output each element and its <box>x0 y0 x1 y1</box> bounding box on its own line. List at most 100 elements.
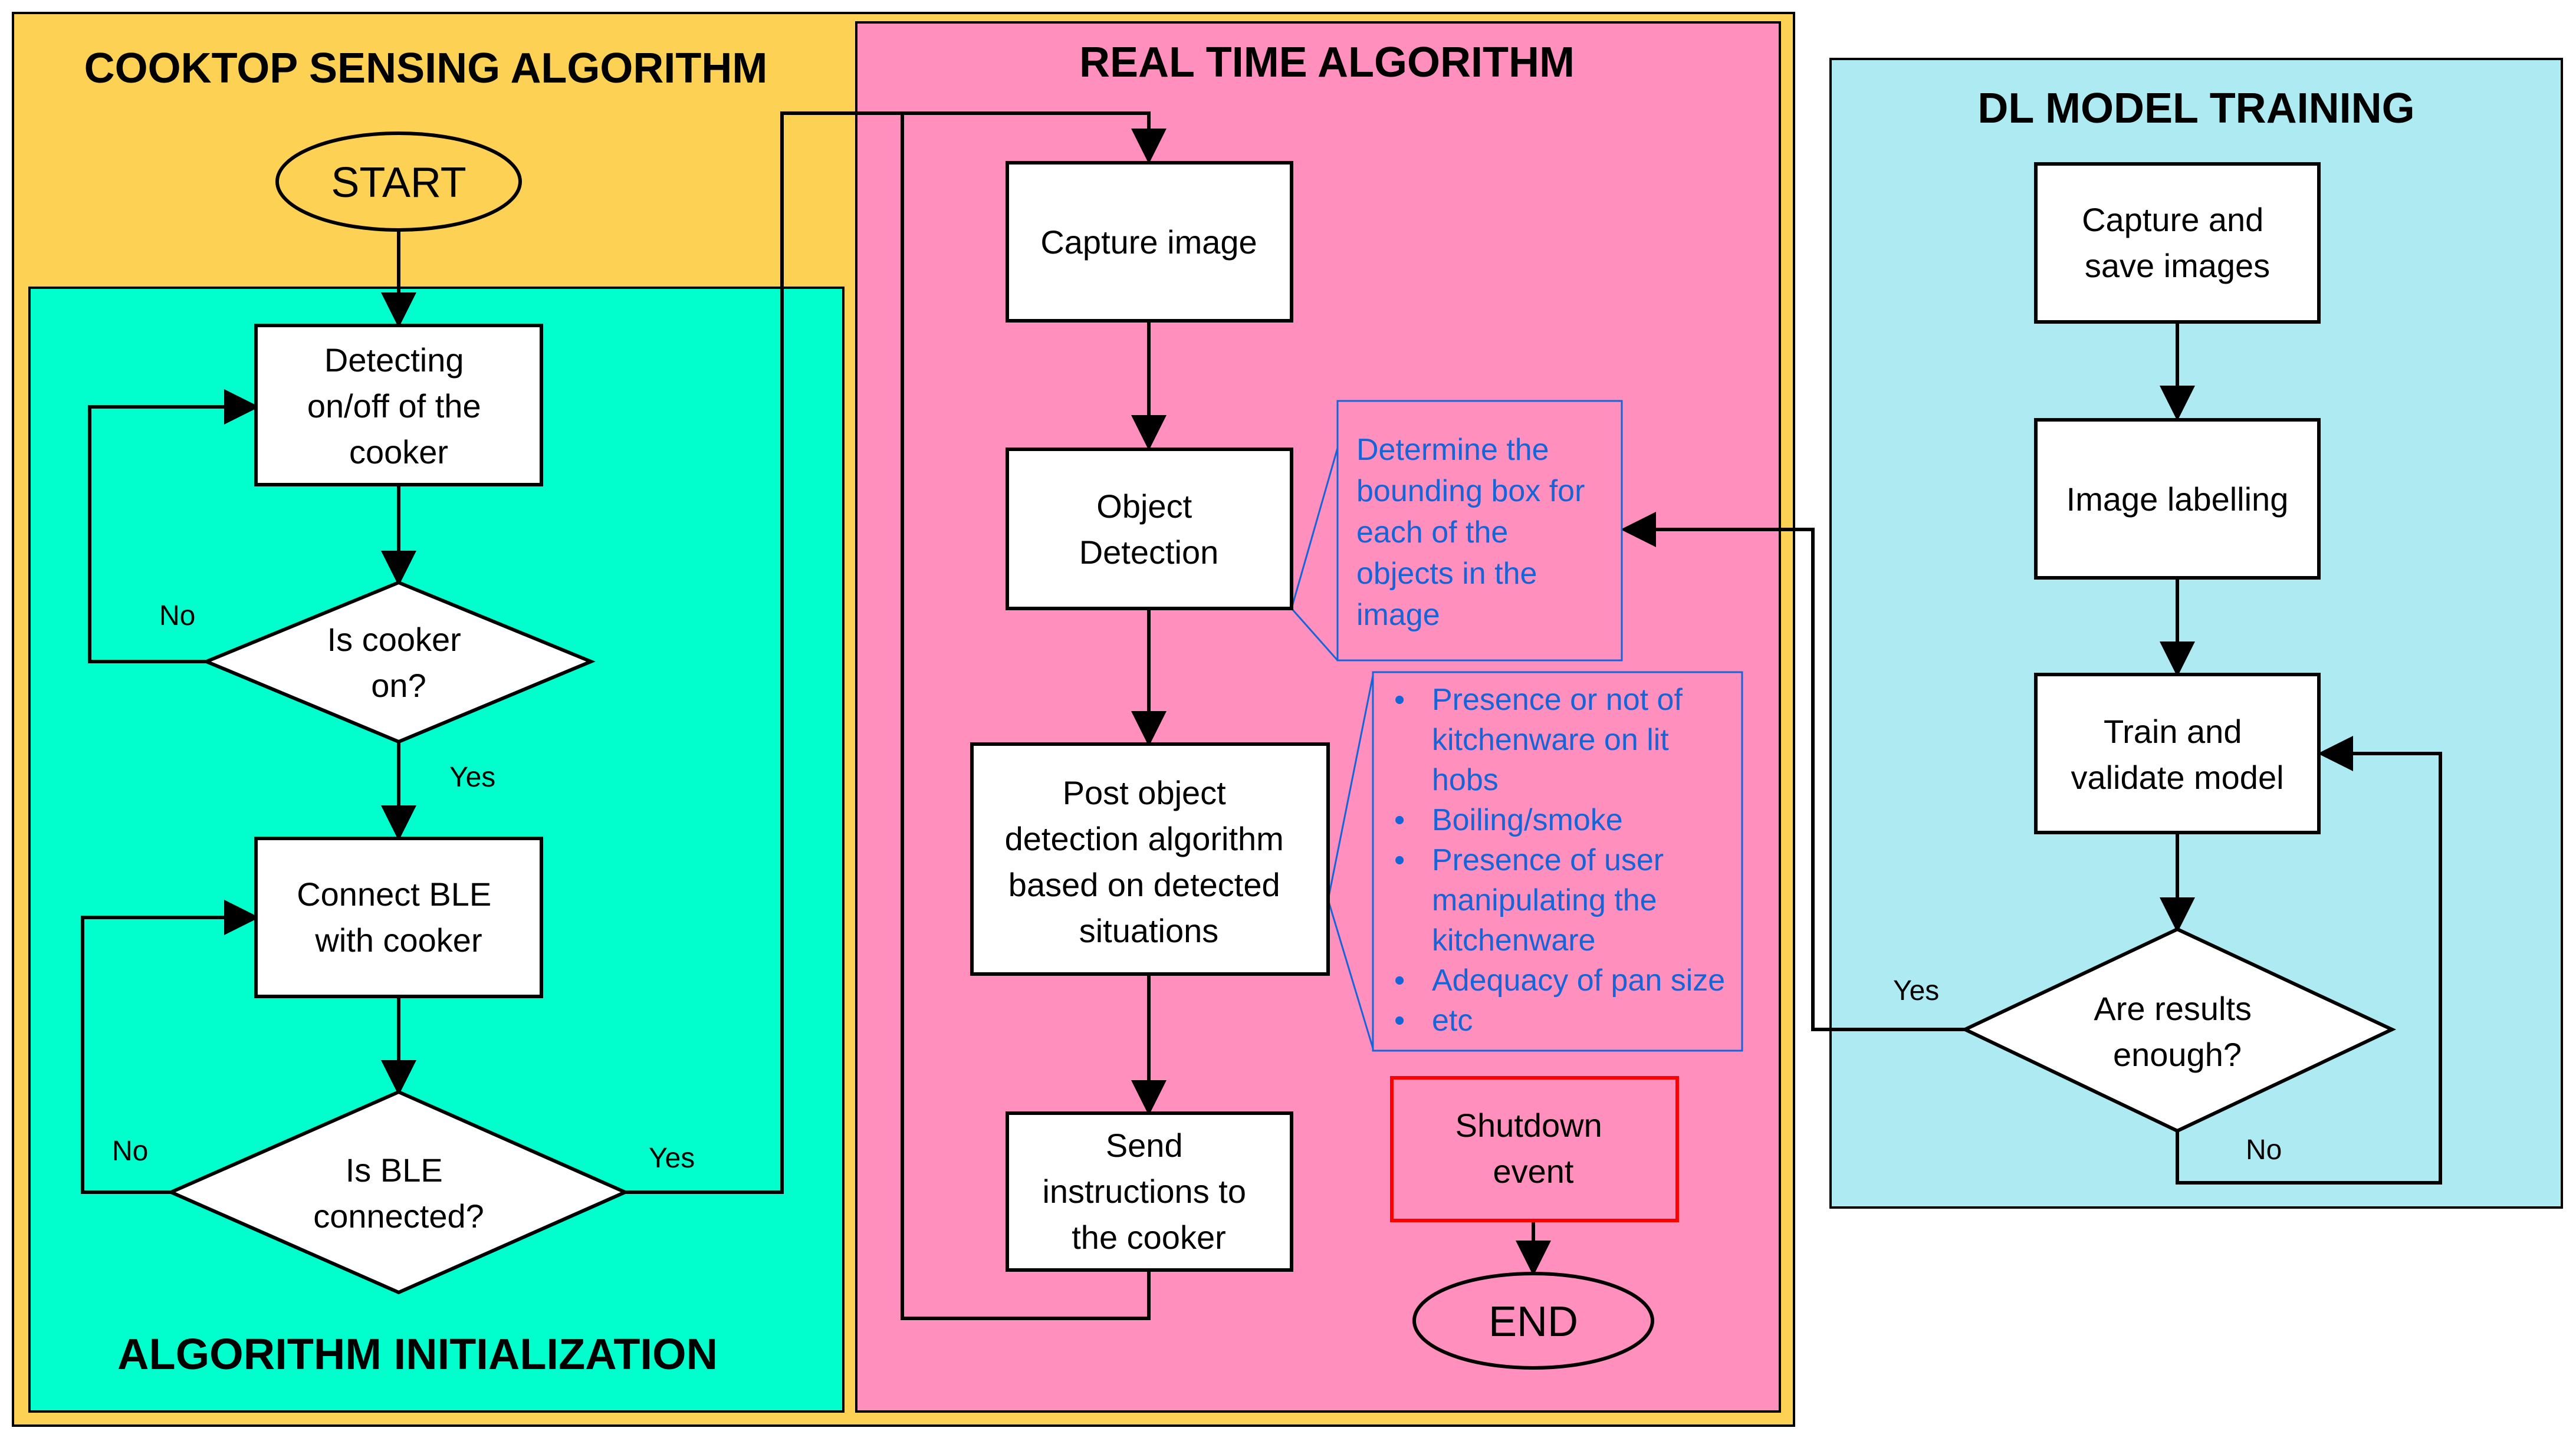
connect-ble-box <box>254 837 543 998</box>
list-bullet: • <box>1394 803 1405 837</box>
cooker-on-line-2: on? <box>371 667 426 704</box>
train-validate-line-2: validate model <box>2071 759 2283 796</box>
capture-image-label: Capture image <box>1040 223 1257 261</box>
ble-no-loop-arrow <box>81 900 259 1194</box>
post-detection-line-2: detection algorithm <box>1005 820 1284 857</box>
object-detection-line-1: Object <box>1096 488 1192 525</box>
bbox-note-line-3: each of the <box>1356 515 1508 550</box>
capture-save-box <box>2034 162 2321 324</box>
post-detection-line-3: based on detected <box>1008 866 1280 903</box>
dl-model-training-title: DL MODEL TRAINING <box>1977 85 2414 132</box>
send-instructions-box <box>1006 1111 1293 1272</box>
connectors <box>81 111 2442 1320</box>
end-label: END <box>1489 1298 1578 1345</box>
post-detection-line-1: Post object <box>1063 774 1226 811</box>
results-enough-line-2: enough? <box>2113 1036 2242 1073</box>
capture-save-line-2: save images <box>2085 247 2270 284</box>
situation-4-line-1: Adequacy of pan size <box>1432 963 1725 998</box>
situation-5-line-1: etc <box>1432 1004 1473 1038</box>
situation-item-4: • Adequacy of pan size <box>1394 963 1725 998</box>
situation-3-line-3: kitchenware <box>1432 923 1595 958</box>
send-instructions-line-3: the cooker <box>1072 1219 1226 1256</box>
end-terminal <box>1412 1272 1654 1370</box>
train-validate-box <box>2034 673 2321 834</box>
list-bullet: • <box>1394 1004 1405 1038</box>
situation-3-line-1: Presence of user <box>1432 843 1664 877</box>
real-time-algorithm-title: REAL TIME ALGORITHM <box>1079 39 1575 86</box>
start-label: START <box>331 159 466 206</box>
results-no-label: No <box>2246 1134 2282 1166</box>
ble-connected-decision <box>166 1090 630 1295</box>
shutdown-event-text: Shutdown event <box>1455 1107 1612 1190</box>
send-instructions-text: Send instructions to the cooker <box>1042 1127 1255 1256</box>
shutdown-event-box <box>1390 1076 1679 1222</box>
start-terminal <box>275 131 522 232</box>
bbox-note-line-1: Determine the <box>1356 433 1549 467</box>
capture-image-box <box>1006 161 1293 323</box>
capture-save-text: Capture and save images <box>2082 201 2273 284</box>
bounding-box-note-text: Determine the bounding box for each of t… <box>1356 433 1593 632</box>
ble-no-label: No <box>112 1136 148 1167</box>
connect-ble-text: Connect BLE with cooker <box>297 876 501 959</box>
bbox-note-line-4: objects in the <box>1356 557 1537 591</box>
send-instructions-line-2: instructions to <box>1042 1173 1246 1210</box>
algorithm-initialization-title: ALGORITHM INITIALIZATION <box>117 1330 718 1379</box>
situations-note <box>1372 671 1743 1052</box>
list-bullet: • <box>1394 683 1405 717</box>
detect-cooker-line-1: Detecting <box>324 341 464 379</box>
results-no-loop-arrow <box>2176 736 2442 1185</box>
detect-cooker-line-3: cooker <box>349 433 448 471</box>
results-enough-text: Are results enough? <box>2094 990 2260 1073</box>
results-yes-arrow <box>1621 512 1965 1031</box>
bbox-note-line-2: bounding box for <box>1356 474 1585 508</box>
train-validate-line-1: Train and <box>2104 713 2242 750</box>
results-enough-decision <box>1961 927 2397 1133</box>
situation-1-line-2: kitchenware on lit <box>1432 723 1669 757</box>
situation-3-line-2: manipulating the <box>1432 883 1657 917</box>
cooker-on-text: Is cooker on? <box>327 621 471 704</box>
cooker-on-decision <box>202 580 596 744</box>
image-labelling-label: Image labelling <box>2066 481 2289 518</box>
send-loop-line <box>901 113 1151 1320</box>
train-validate-text: Train and validate model <box>2071 713 2283 796</box>
object-detection-line-2: Detection <box>1079 534 1219 571</box>
shutdown-event-line-2: event <box>1493 1153 1574 1190</box>
cooker-no-label: No <box>159 600 195 631</box>
object-detection-text: Object Detection <box>1079 488 1219 571</box>
send-instructions-line-1: Send <box>1106 1127 1183 1164</box>
capture-save-line-1: Capture and <box>2082 201 2263 238</box>
situation-2-line-1: Boiling/smoke <box>1432 803 1623 837</box>
situation-1-line-1: Presence or not of <box>1432 683 1683 717</box>
ble-connected-text: Is BLE connected? <box>313 1152 484 1235</box>
results-yes-label: Yes <box>1893 975 1939 1006</box>
shutdown-event-line-1: Shutdown <box>1455 1107 1602 1144</box>
situation-item-1: • Presence or not of kitchenware on lit … <box>1394 683 1691 797</box>
post-detection-line-4: situations <box>1079 912 1219 949</box>
cooker-no-loop-arrow <box>88 389 259 663</box>
results-enough-line-1: Are results <box>2094 990 2252 1027</box>
ble-yes-label: Yes <box>649 1143 695 1174</box>
connect-ble-line-1: Connect BLE <box>297 876 491 913</box>
situation-item-5: • etc <box>1394 1004 1473 1038</box>
image-labelling-box <box>2034 418 2321 580</box>
connect-ble-line-2: with cooker <box>314 922 482 959</box>
post-detection-box <box>970 742 1330 976</box>
ble-connected-line-2: connected? <box>313 1197 484 1235</box>
situations-list: • Presence or not of kitchenware on lit … <box>1394 683 1725 1038</box>
object-detection-box <box>1006 448 1293 610</box>
ble-connected-line-1: Is BLE <box>346 1152 443 1189</box>
situation-item-3: • Presence of user manipulating the kitc… <box>1394 843 1673 958</box>
detect-cooker-text: Detecting on/off of the cooker <box>307 341 490 471</box>
detect-cooker-box <box>254 324 543 486</box>
bbox-note-line-5: image <box>1356 598 1440 632</box>
ble-yes-arrow <box>625 111 1167 1194</box>
detect-cooker-line-2: on/off of the <box>307 387 481 425</box>
situation-1-line-3: hobs <box>1432 763 1499 797</box>
situation-item-2: • Boiling/smoke <box>1394 803 1623 837</box>
cooker-on-line-1: Is cooker <box>327 621 461 658</box>
post-detection-text: Post object detection algorithm based on… <box>1005 774 1293 949</box>
cooker-yes-label: Yes <box>449 762 495 793</box>
list-bullet: • <box>1394 843 1405 877</box>
bounding-box-note <box>1336 400 1623 662</box>
